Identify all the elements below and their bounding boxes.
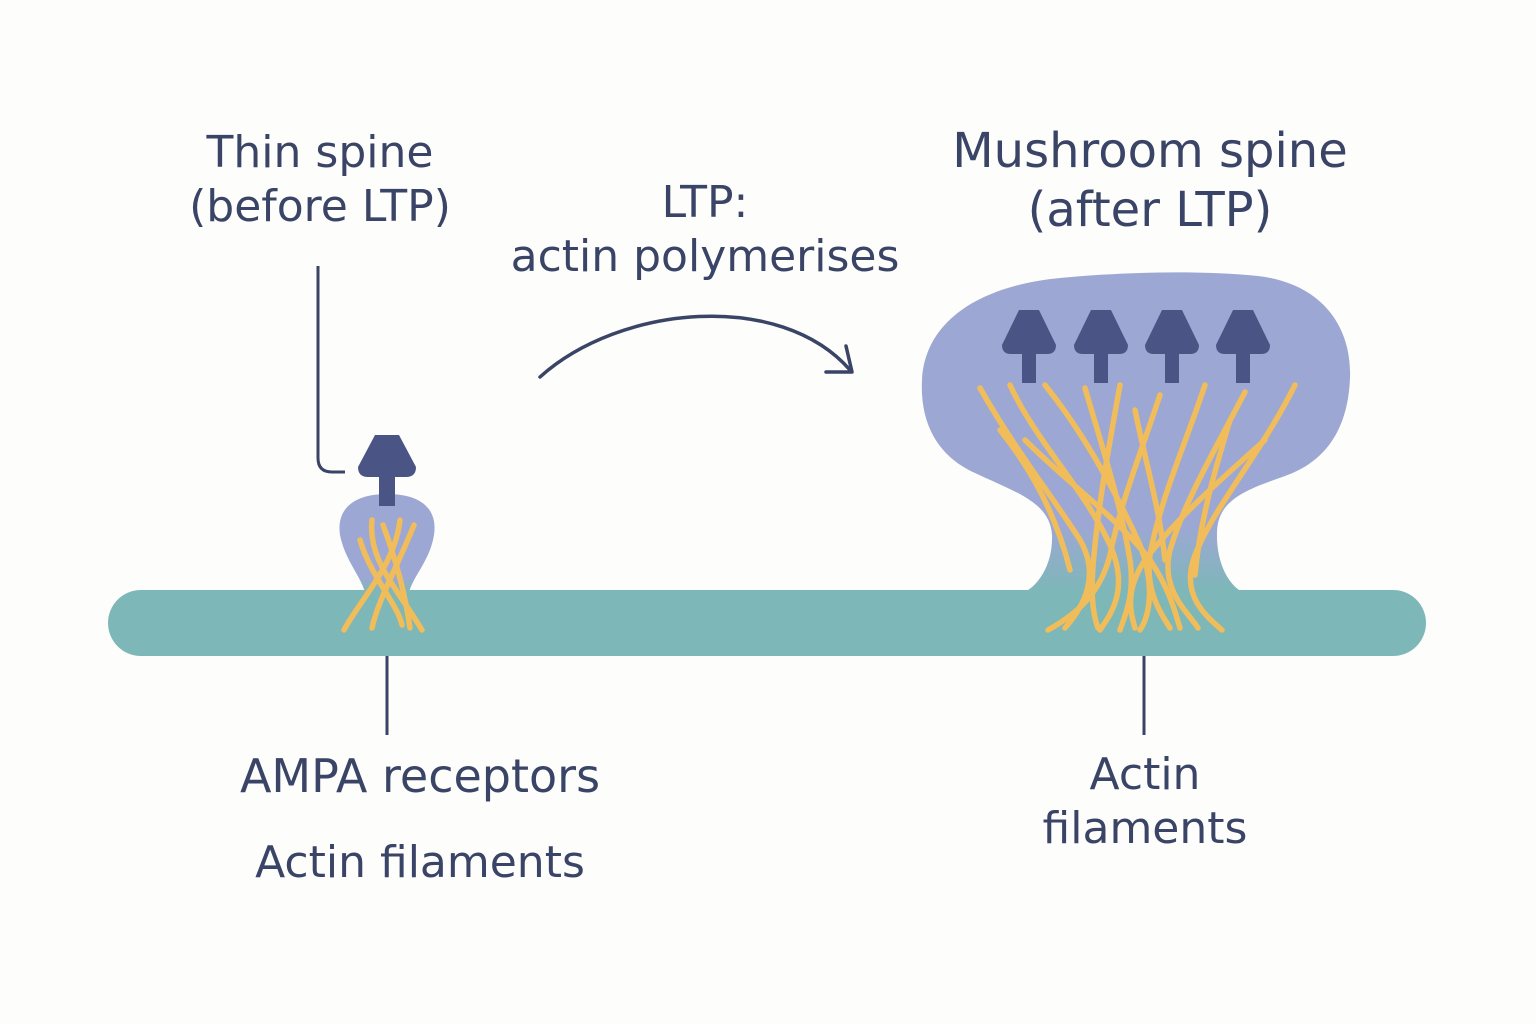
ltp-arrow	[538, 314, 854, 379]
thin-spine-leader	[316, 266, 345, 474]
mushroom-spine-actin-filaments	[977, 382, 1298, 633]
ltp-description: actin polymerises	[510, 230, 900, 282]
actin-filaments-label-left: Actin filaments	[255, 837, 585, 888]
leader-lines	[316, 266, 1146, 735]
thin-spine-subtitle: (before LTP)	[189, 180, 451, 232]
mushroom-ampa-receptors	[1002, 310, 1270, 383]
mushroom-spine-title: Mushroom spine	[952, 123, 1348, 179]
ampa-receptor	[1216, 310, 1270, 383]
thin-ampa-receptor	[358, 435, 416, 506]
actin-filaments-line-1: Actin	[1089, 749, 1201, 800]
ltp-label: LTP: actin polymerises	[490, 176, 920, 283]
mushroom-spine-subtitle: (after LTP)	[1027, 181, 1273, 238]
actin-filaments-line-2: filaments	[1042, 802, 1248, 854]
thin-spine-label: Thin spine (before LTP)	[170, 126, 470, 233]
thin-spine-title: Thin spine	[206, 127, 434, 178]
dendrite-shaft	[108, 590, 1426, 656]
mushroom-spine-label: Mushroom spine (after LTP)	[905, 122, 1395, 239]
ampa-receptors-label: AMPA receptors	[239, 749, 601, 803]
ltp-arrow-curve	[538, 314, 852, 379]
thin-spine-actin-filaments	[341, 517, 425, 633]
ampa-receptor	[1145, 310, 1199, 383]
ampa-receptor	[1074, 310, 1128, 383]
ampa-receptor	[1002, 310, 1056, 383]
arrow-head-icon	[824, 344, 854, 374]
ltp-title: LTP:	[661, 177, 749, 228]
actin-filaments-label-right: Actin filaments	[1000, 748, 1290, 855]
